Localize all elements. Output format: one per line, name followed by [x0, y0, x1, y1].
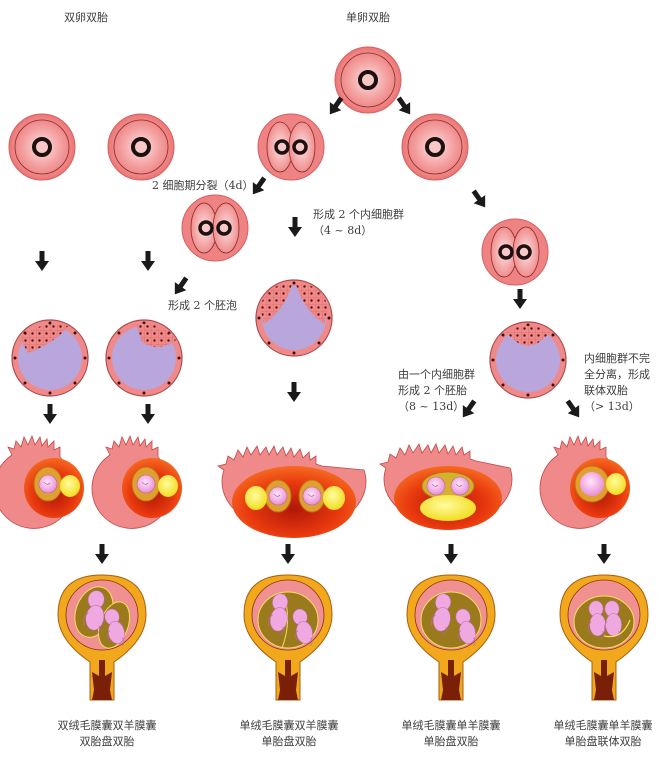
fetus	[431, 593, 451, 636]
arrow-icon	[287, 382, 301, 402]
label-incomplete-3: 联体双胎	[584, 384, 628, 397]
uterus-conjoined	[559, 574, 649, 701]
fetus-body	[85, 604, 105, 631]
arrow-icon	[444, 544, 458, 564]
outcome-3-line2: 单胎盘双胎	[423, 735, 479, 748]
arrow-icon	[141, 251, 155, 271]
fetus-body	[296, 621, 313, 644]
conjoined-fetus	[604, 600, 622, 640]
fetus-limbs	[83, 612, 101, 635]
implantation-dichorionic-1	[0, 434, 84, 529]
fetus-limbs	[431, 614, 447, 636]
arrow-icon	[467, 186, 491, 212]
outcome-label-4: 单绒毛膜囊单羊膜囊 单胎盘联体双胎	[538, 718, 662, 750]
label-one-icm-3: （8 ~ 13d）	[398, 400, 465, 413]
cervix	[441, 660, 461, 700]
arrow-icon	[513, 289, 527, 309]
outcome-4-line1: 单绒毛膜囊单羊膜囊	[553, 719, 653, 732]
implantation-monoamniotic	[379, 443, 513, 530]
fetus	[104, 608, 125, 647]
uterus-diamniotic	[243, 574, 333, 701]
two-cell-stage	[256, 112, 326, 182]
implantation-dichorionic-2	[91, 434, 182, 529]
fetus-limbs	[107, 630, 125, 647]
arrow-icon	[288, 217, 302, 237]
label-one-icm-2: 形成 2 个胚胎	[398, 384, 467, 397]
outcome-4-line2: 单胎盘联体双胎	[564, 735, 642, 748]
label-one-icm-1: 由一个内细胞群	[398, 368, 475, 381]
arrow-icon	[281, 544, 295, 564]
arrow-icon	[561, 396, 585, 422]
dizygotic-zygote-1	[7, 112, 77, 182]
monozygotic-zygote	[333, 45, 403, 115]
label-incomplete-4: （> 13d）	[584, 400, 640, 413]
uterus-monoamniotic	[406, 574, 496, 701]
label-incomplete-2: 全分离，形成	[584, 368, 650, 381]
blastocyst-one-icm	[489, 321, 567, 399]
label-two-icm-1: 形成 2 个内细胞群	[313, 208, 404, 221]
blastocyst-1	[11, 319, 89, 397]
fetus-limbs	[458, 630, 476, 647]
outcome-label-2: 单绒毛膜囊双羊膜囊 单胎盘双胎	[224, 718, 354, 750]
blastocyst-2	[105, 319, 183, 397]
outcome-1-line2: 双胎盘双胎	[79, 735, 135, 748]
outcome-label-3: 单绒毛膜囊单羊膜囊 单胎盘双胎	[386, 718, 516, 750]
outcome-label-1: 双绒毛膜囊双羊膜囊 双胎盘双胎	[42, 718, 172, 750]
arrow-icon	[35, 251, 49, 271]
arrow-icon	[597, 544, 611, 564]
fetus	[83, 590, 105, 635]
separated-two-cell	[180, 193, 250, 263]
uterus-dichorionic	[57, 574, 147, 701]
label-two-blastocysts: 形成 2 个胚泡	[168, 299, 237, 312]
arrow-icon	[43, 404, 57, 424]
implantation-conjoined	[539, 434, 630, 529]
arrow-icon	[141, 404, 155, 424]
fetus	[455, 608, 476, 647]
fetus-limbs	[295, 630, 313, 647]
arrow-icon	[169, 273, 193, 299]
dizygotic-zygote-2	[106, 112, 176, 182]
fetus-limbs	[604, 621, 620, 640]
implantation-diamniotic	[217, 445, 367, 538]
fetus-body	[108, 621, 125, 644]
label-two-cell-split: 2 细胞期分裂（4d）	[152, 179, 254, 192]
fetus-limbs	[588, 621, 604, 640]
outcome-1-line1: 双绒毛膜囊双羊膜囊	[57, 719, 157, 732]
blastocyst-two-icm	[255, 279, 333, 357]
fetus-body	[459, 621, 476, 644]
cervix	[92, 660, 112, 700]
cervix	[278, 660, 298, 700]
fetus-limbs	[268, 614, 284, 636]
fetus-body	[432, 607, 451, 632]
label-two-icm-2: （4 ~ 8d）	[313, 224, 373, 237]
fetus-body	[269, 607, 288, 632]
heading-dizygotic: 双卵双胎	[64, 11, 108, 24]
outcome-2-line1: 单绒毛膜囊双羊膜囊	[239, 719, 339, 732]
cervix	[594, 660, 614, 700]
label-incomplete-1: 内细胞群不完	[584, 352, 650, 365]
fetus	[268, 593, 288, 636]
outcome-2-line2: 单胎盘双胎	[261, 735, 317, 748]
fetus	[292, 608, 313, 647]
single-cell-right	[400, 112, 470, 182]
umbilical-cord	[603, 619, 631, 638]
two-cell-right	[480, 217, 550, 287]
arrow-icon	[95, 544, 109, 564]
heading-monozygotic: 单卵双胎	[346, 11, 390, 24]
outcome-3-line1: 单绒毛膜囊单羊膜囊	[401, 719, 501, 732]
